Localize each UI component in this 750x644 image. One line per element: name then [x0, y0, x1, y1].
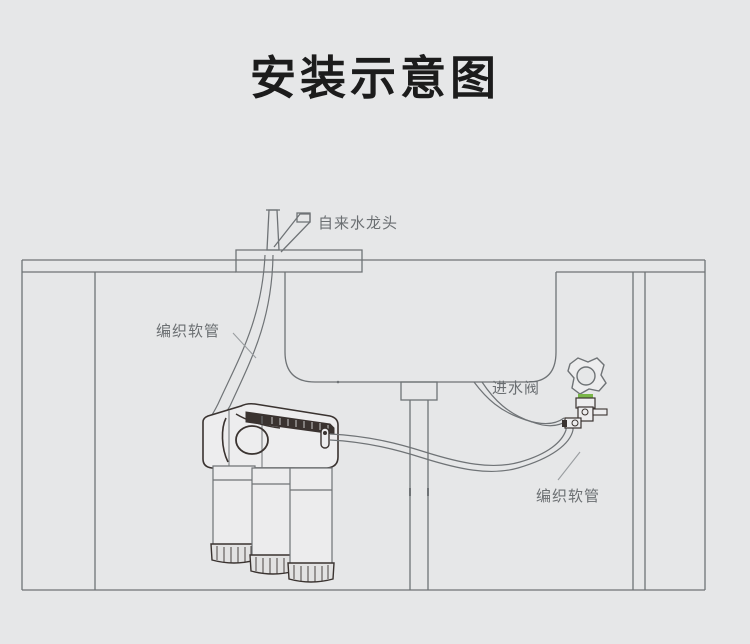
- leader-lines: [232, 332, 581, 481]
- sink-floor-mark: [336, 380, 340, 384]
- valve-green-band: [578, 394, 593, 399]
- braided-hose-supply-edge-b: [329, 420, 574, 473]
- leader-hose-right: [557, 451, 581, 481]
- filter-cartridge-3: [287, 467, 335, 583]
- faucet: [266, 209, 311, 253]
- purifier-vent-ridges: [271, 417, 329, 431]
- filter-cartridge-1: [210, 465, 258, 564]
- filter-cartridge-2: [249, 467, 297, 575]
- valve-connector-hole: [571, 419, 579, 427]
- faucet-outlet: [296, 212, 311, 223]
- purifier-ring-detail: [235, 425, 269, 455]
- purifier-port-hole: [323, 431, 327, 435]
- label-faucet: 自来水龙头: [318, 215, 399, 232]
- page-title: 安装示意图: [250, 52, 500, 104]
- drain-pipe: [400, 381, 438, 590]
- drain-outlet-box: [400, 381, 438, 401]
- braided-hose-supply-edge-a: [329, 420, 567, 467]
- faucet-body: [266, 209, 280, 251]
- label-braided-hose-inlet: 编织软管: [156, 323, 221, 340]
- filter-3-base-ribs: [293, 565, 329, 582]
- valve-connector-collar: [562, 420, 567, 427]
- filter-3-body: [289, 467, 333, 574]
- sink-deck-plate: [235, 249, 363, 273]
- inlet-valve: [562, 357, 608, 429]
- filter-2-body: [251, 467, 295, 566]
- braided-hose-supply: [329, 381, 574, 473]
- water-purifier: [202, 402, 339, 469]
- valve-stem-hole: [581, 408, 589, 416]
- valve-handwheel-hub: [576, 366, 596, 386]
- sink-basin-outline: [284, 272, 557, 383]
- cabinet: [21, 259, 706, 591]
- purifier-housing: [202, 402, 339, 469]
- label-braided-hose-supply: 编织软管: [536, 488, 601, 505]
- filter-1-body: [212, 465, 256, 555]
- braided-hose-upper-edge-b: [481, 381, 569, 427]
- leader-hose-left: [232, 332, 257, 359]
- valve-side-nipple: [592, 408, 608, 416]
- label-inlet-valve: 进水阀: [492, 380, 541, 397]
- filter-3-base-ring: [287, 562, 335, 583]
- purifier-left-curve: [221, 417, 229, 463]
- braided-hose-inlet-edge-b: [211, 254, 274, 425]
- sink-basin: [235, 249, 557, 384]
- purifier-top-inner-curve: [235, 413, 281, 429]
- valve-connector-nut: [564, 417, 582, 429]
- filter-cartridges: [210, 465, 335, 583]
